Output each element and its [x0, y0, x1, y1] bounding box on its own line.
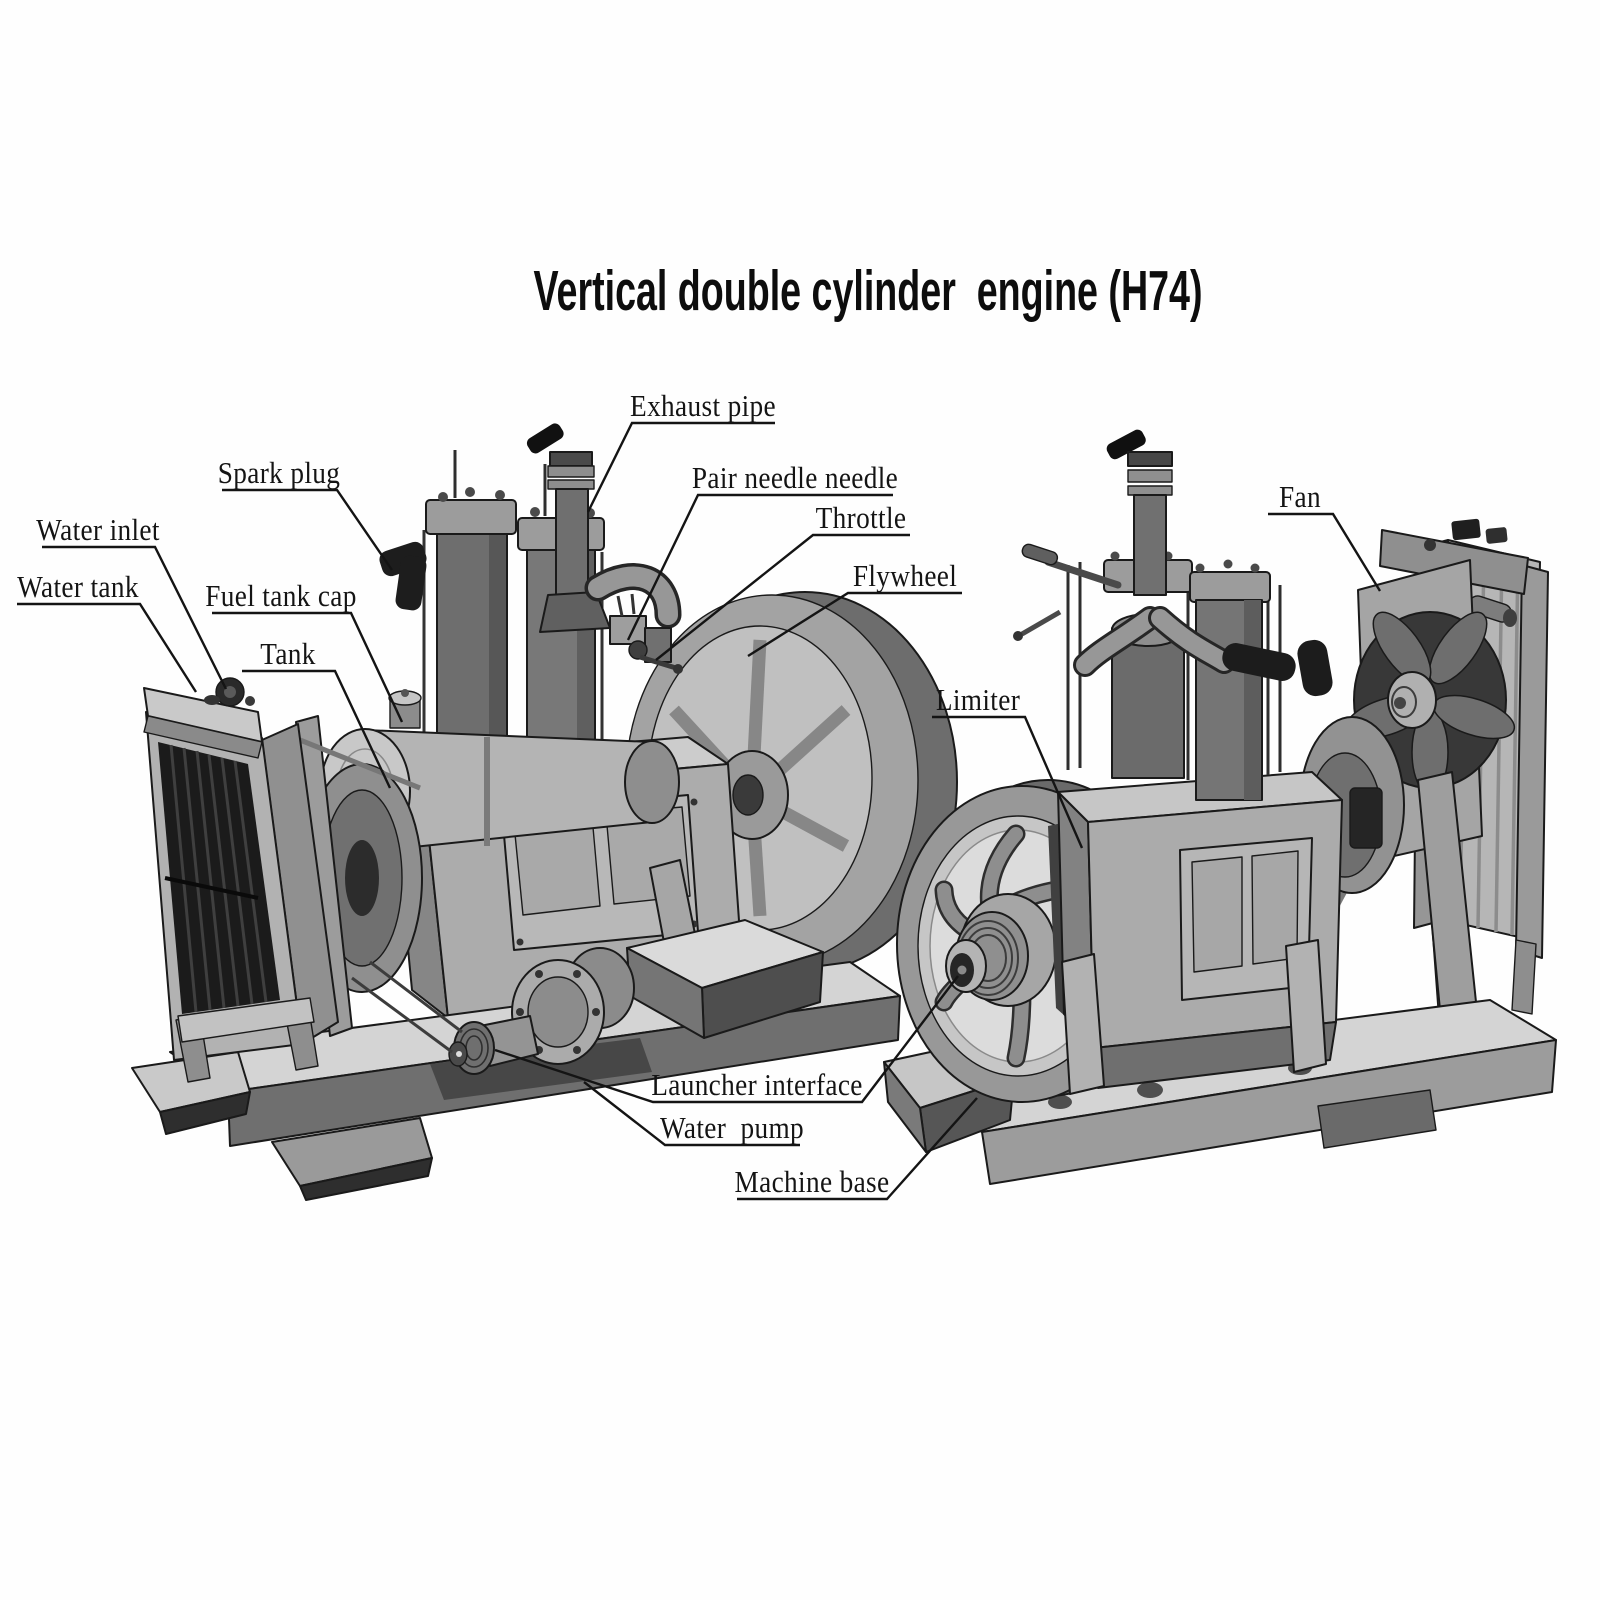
label-water-tank: Water tank: [17, 569, 139, 604]
label-exhaust-pipe: Exhaust pipe: [630, 388, 776, 423]
right-engine-illustration: [883, 429, 1557, 1185]
leader-machine-base: [737, 1097, 978, 1201]
label-machine-base: Machine base: [734, 1164, 890, 1199]
leader-pair-needle: [626, 493, 893, 641]
left-engine-illustration: [131, 423, 958, 1201]
leader-limiter: [932, 715, 1084, 849]
leader-launcher-interface: [494, 975, 959, 1104]
fuel-tank-cap-illustration: [388, 689, 422, 729]
label-limiter: Limiter: [935, 682, 1021, 717]
label-spark-plug: Spark plug: [217, 455, 341, 490]
label-fan: Fan: [1279, 479, 1321, 514]
label-throttle: Throttle: [815, 500, 907, 535]
right-bracket-rear: [1285, 939, 1327, 1073]
carburetor-illustration: [609, 593, 683, 674]
label-water-pump: Water pump: [659, 1110, 805, 1145]
launcher-interface-illustration: [448, 1021, 495, 1075]
right-bracket-front: [1061, 953, 1105, 1095]
spark-plug-illustration: [379, 541, 427, 611]
water-tank-illustration: [143, 677, 421, 1083]
leader-throttle: [655, 533, 910, 661]
label-tank: Tank: [260, 636, 316, 671]
leader-fuel-tank-cap: [212, 611, 404, 723]
label-pair-needle-needle: Pair needle needle: [691, 460, 899, 495]
exhaust-pipe-illustration: [526, 423, 611, 633]
water-pump-illustration: [351, 947, 635, 1075]
label-fuel-tank-cap: Fuel tank cap: [205, 578, 357, 613]
label-water-inlet: Water inlet: [36, 512, 160, 547]
leader-fan: [1268, 512, 1382, 592]
right-exhaust-pipe-illustration: [1106, 429, 1173, 596]
leader-water-tank: [17, 602, 198, 693]
leader-flywheel: [747, 591, 962, 658]
leader-tank: [242, 669, 392, 789]
label-launcher-interface: Launcher interface: [651, 1067, 863, 1102]
label-flywheel: Flywheel: [852, 558, 958, 593]
water-inlet-illustration: [204, 677, 255, 707]
leader-lines: [17, 421, 1382, 1201]
leader-water-pump: [583, 1081, 800, 1147]
diagram-title: Vertical double cylinder engine (H74): [533, 259, 1203, 323]
leader-water-inlet: [42, 545, 228, 690]
leader-spark-plug: [222, 488, 393, 571]
right-cylinders-illustration: [1013, 429, 1333, 801]
leader-exhaust-pipe: [586, 421, 775, 513]
